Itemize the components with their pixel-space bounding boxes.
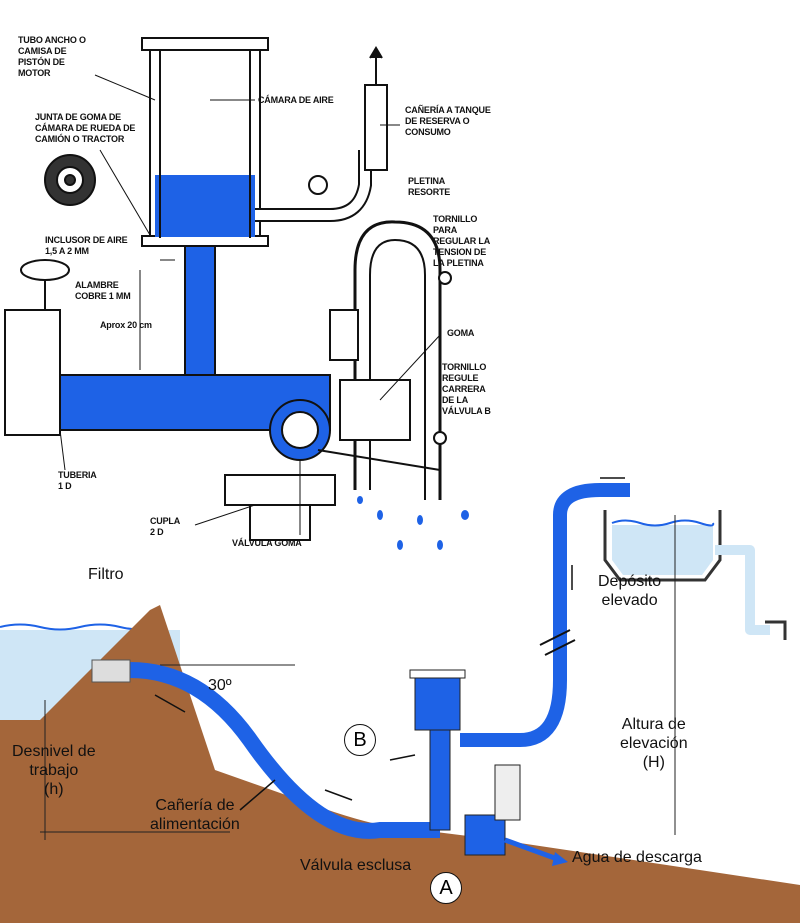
label-caneria-tanque: CAÑERÍA A TANQUE DE RESERVA O CONSUMO xyxy=(405,105,491,137)
label-tornillo-carrera: TORNILLO REGULE CARRERA DE LA VÁLVULA B xyxy=(442,362,491,416)
chamber-water xyxy=(155,175,255,237)
label-altura: Altura de elevación (H) xyxy=(620,716,688,771)
label-junta: JUNTA DE GOMA DE CÁMARA DE RUEDA DE CAMI… xyxy=(35,112,136,144)
vertical-pipe xyxy=(184,245,216,377)
label-cupla: CUPLA 2 D xyxy=(150,516,180,537)
label-tuberia: TUBERIA 1 D xyxy=(58,470,97,491)
filter xyxy=(91,659,131,683)
pump-sketch xyxy=(4,37,469,550)
label-deposito: Depósito elevado xyxy=(598,573,662,609)
label-alambre: ALAMBRE COBRE 1 mm xyxy=(75,280,131,301)
label-tubo: TUBO ANCHO O CAMISA DE PISTÓN DE MOTOR xyxy=(18,35,86,78)
air-chamber-scheme xyxy=(414,674,461,731)
label-aprox: Aprox 20 cm xyxy=(100,320,152,330)
label-caneria: Cañería de alimentación xyxy=(150,797,240,833)
label-goma: GOMA xyxy=(447,328,475,338)
label-camara-aire: CÁMARA DE AIRE xyxy=(258,95,334,105)
label-b: B xyxy=(344,724,376,756)
ground xyxy=(0,605,800,923)
label-pletina: PLETINA RESORTE xyxy=(408,176,451,197)
label-valvula: Válvula esclusa xyxy=(300,857,412,874)
label-filtro: Filtro xyxy=(88,566,124,583)
label-desnivel: Desnivel de trabajo (h) xyxy=(12,743,96,798)
label-angle: 30º xyxy=(208,677,232,694)
delivery-pipe xyxy=(460,483,630,747)
label-valvula-goma: VÁLVULA GOMA xyxy=(232,538,302,548)
gate-valve xyxy=(4,309,61,436)
installation-scheme xyxy=(0,477,800,923)
label-descarga: Agua de descarga xyxy=(572,849,702,866)
label-inclusor: INCLUSOR DE AIRE 1,5 a 2 mm xyxy=(45,235,128,256)
label-tornillo-tension: TORNILLO PARA REGULAR LA TENSION DE LA P… xyxy=(433,214,490,268)
drive-pipe-scheme xyxy=(129,662,440,839)
label-a: A xyxy=(430,872,462,904)
